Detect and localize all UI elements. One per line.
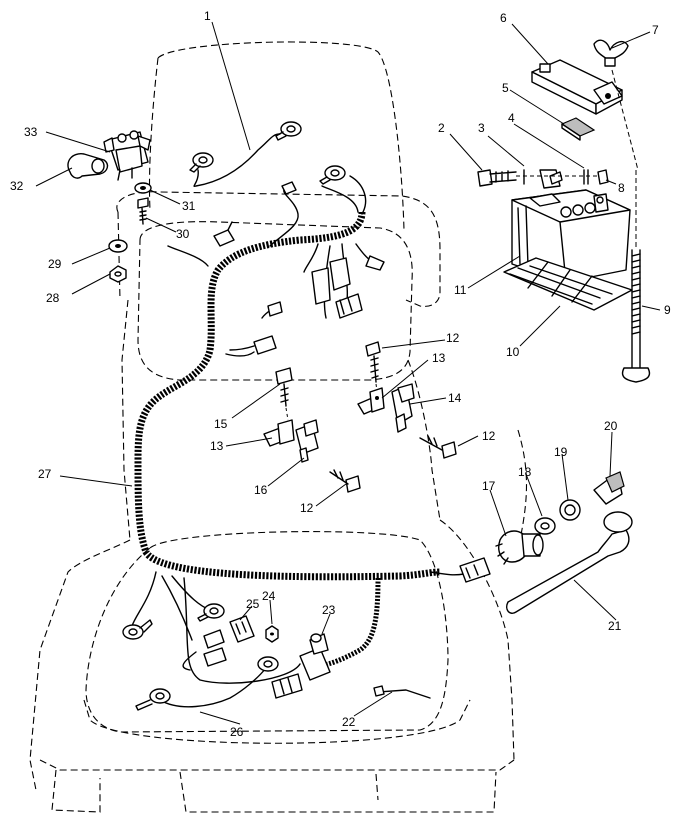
solenoid-icon [103,130,151,181]
callout-14: 14 [448,391,462,405]
ring-terminal-icon [319,165,346,185]
callout-18: 18 [518,465,532,479]
tractor-phantom-outline [29,41,527,813]
spade-connector-icon [203,647,227,667]
callout-16: 16 [254,483,268,497]
harness-clip-icon [213,221,235,247]
main-wiring-harness [131,133,465,708]
callout-labels: 1 2 3 4 5 6 7 8 9 10 11 12 12 12 13 13 1… [10,9,671,739]
callout-31: 31 [182,199,196,213]
callout-17: 17 [482,479,496,493]
callout-3: 3 [478,121,485,135]
terminal-boot-icon [67,153,109,179]
callout-28: 28 [46,291,60,305]
ring-terminal-icon [122,619,153,640]
mounting-bracket-icon [263,419,295,447]
battery-icon [511,189,631,283]
callout-20: 20 [604,419,618,433]
hex-nut-icon [265,625,279,643]
callout-15: 15 [214,417,228,431]
callout-6: 6 [500,11,507,25]
spade-connector-icon [203,629,225,649]
starter-solenoid-assembly [67,130,152,283]
screw-icon [419,435,457,459]
callout-13-lower: 13 [210,439,224,453]
interlock-switch-icon [295,419,319,463]
callout-33: 33 [24,125,38,139]
callout-13-upper: 13 [432,351,446,365]
callout-23: 23 [322,603,336,617]
screw-icon [329,469,361,493]
battery-terminal-icon [539,169,563,189]
callout-7: 7 [652,23,659,37]
callout-32: 32 [10,179,24,193]
callout-8: 8 [618,181,625,195]
seat-switch-icon [271,633,331,699]
battery-assembly [477,39,651,383]
lock-washer-icon [134,182,152,194]
callout-10: 10 [506,345,520,359]
wire-connector-icon [225,301,283,357]
wing-nut-icon [593,39,629,67]
battery-hold-down-icon [531,59,623,115]
harness-terminals [122,121,491,711]
callout-12-top: 12 [446,331,460,345]
screw-icon [275,367,293,407]
callout-25: 25 [246,597,260,611]
ring-terminal-icon [189,152,214,173]
ignition-switch-icon [495,530,544,565]
spade-connector-icon [281,181,297,195]
callout-21: 21 [608,619,622,633]
ignition-key-icon [593,471,625,505]
cable-tie-icon [373,685,431,699]
j-bolt-icon [611,69,651,383]
interlock-switch-icon [391,383,415,433]
flat-washer-icon [583,169,589,185]
battery-bolt-icon [477,169,517,187]
throttle-rod-icon [506,511,633,614]
hex-nut-icon [109,265,127,283]
ignition-bezel-icon [559,499,581,521]
relay-icon [229,615,255,643]
callout-leader-lines [35,21,661,725]
callout-2: 2 [438,121,445,135]
callout-22: 22 [342,715,356,729]
wire-connector-icon [459,557,491,583]
screw-icon [137,197,149,225]
screw-icon [365,341,381,383]
callout-5: 5 [502,81,509,95]
hex-nut-icon [597,169,609,185]
callout-9: 9 [664,303,671,317]
ignition-nut-icon [534,517,556,535]
callout-1: 1 [204,9,211,23]
flat-washer-icon [108,239,128,253]
callout-30: 30 [176,227,190,241]
callout-27: 27 [38,467,52,481]
ring-terminal-icon [135,688,171,711]
callout-29: 29 [48,257,62,271]
connector-bundle-icon [311,255,385,319]
ring-terminal-icon [257,656,279,672]
callout-11: 11 [454,283,467,297]
hold-down-pad-icon [560,117,596,141]
misc-parts [229,615,431,699]
callout-12-right: 12 [482,429,496,443]
ring-terminal-icon [275,121,302,141]
mounting-bracket-icon [357,387,385,415]
callout-12-lower: 12 [300,501,314,515]
callout-26: 26 [230,725,244,739]
ignition-switch-assembly [495,471,633,614]
ring-terminal-icon [197,603,225,622]
callout-19: 19 [554,445,568,459]
callout-4: 4 [508,111,515,125]
switch-bracket-hardware [263,341,457,493]
callout-24: 24 [262,589,276,603]
